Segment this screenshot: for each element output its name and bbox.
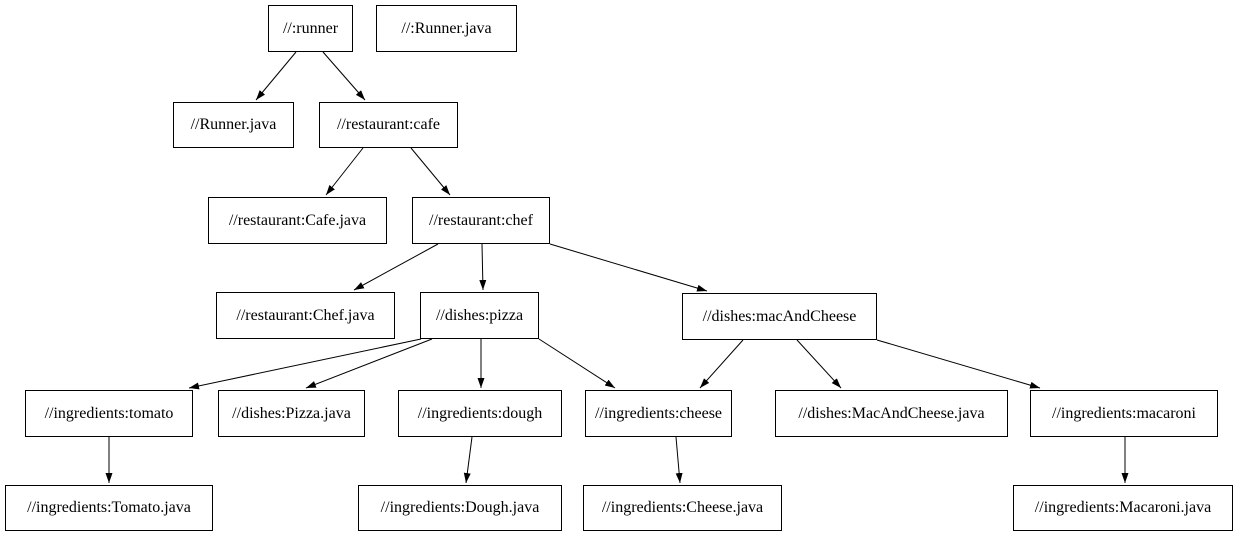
node-label: //dishes:pizza: [435, 306, 524, 324]
edge-pizza-to-tomato: [188, 338, 422, 390]
node-label: //restaurant:chef: [429, 211, 533, 229]
node-label: //ingredients:tomato: [44, 404, 174, 422]
node-label: //Runner.java: [190, 116, 277, 133]
node-label: //ingredients:Dough.java: [380, 499, 540, 516]
node-mac-and-cheese-java: //dishes:MacAndCheese.java: [775, 390, 1008, 437]
node-chef-java: //restaurant:Chef.java: [216, 292, 395, 339]
edge-cafe-to-cafe-java: [325, 147, 364, 196]
node-dough-java: //ingredients:Dough.java: [358, 485, 562, 531]
node-tomato: //ingredients:tomato: [25, 390, 193, 437]
node-label: //ingredients:cheese: [594, 404, 723, 422]
node-macaroni-java: //ingredients:Macaroni.java: [1013, 485, 1233, 531]
node-label: //dishes:Pizza.java: [232, 404, 351, 422]
node-label: //dishes:MacAndCheese.java: [798, 404, 985, 422]
node-pizza-java: //dishes:Pizza.java: [218, 390, 365, 437]
edge-chef-to-mac-and-cheese: [549, 243, 708, 292]
node-tomato-java: //ingredients:Tomato.java: [5, 485, 213, 531]
node-dough: //ingredients:dough: [398, 390, 562, 437]
node-runner-java: //Runner.java: [173, 102, 294, 148]
node-chef: //restaurant:chef: [412, 197, 550, 244]
node-label: //ingredients:macaroni: [1052, 404, 1196, 422]
node-cafe: //restaurant:cafe: [319, 102, 458, 148]
edge-pizza-to-cheese: [538, 338, 616, 389]
node-label: //ingredients:Macaroni.java: [1034, 499, 1212, 516]
node-mac-and-cheese: //dishes:macAndCheese: [682, 293, 877, 340]
edge-chef-to-chef-java: [353, 243, 439, 291]
node-cafe-java: //restaurant:Cafe.java: [208, 197, 387, 244]
node-cheese: //ingredients:cheese: [585, 390, 732, 437]
edge-mac-and-cheese-to-mac-and-cheese-java: [796, 339, 842, 389]
node-label: //restaurant:Chef.java: [236, 306, 375, 324]
edge-chef-to-pizza: [479, 243, 487, 291]
node-macaroni: //ingredients:macaroni: [1030, 390, 1218, 437]
edge-cheese-to-cheese-java: [675, 436, 683, 484]
edge-runner-to-runner-java: [255, 51, 297, 101]
node-runner-java-top: //:Runner.java: [376, 5, 517, 52]
edge-pizza-to-pizza-java: [305, 338, 433, 389]
node-label: //restaurant:Cafe.java: [228, 211, 367, 229]
node-label: //ingredients:Tomato.java: [27, 499, 191, 516]
edge-cafe-to-chef: [410, 147, 451, 196]
node-label: //:Runner.java: [401, 19, 492, 37]
node-label: //restaurant:cafe: [336, 116, 441, 133]
edge-mac-and-cheese-to-macaroni: [876, 339, 1041, 389]
node-label: //ingredients:dough: [417, 404, 543, 422]
node-pizza: //dishes:pizza: [420, 292, 539, 339]
node-label: //:runner: [282, 19, 339, 37]
edge-dough-to-dough-java: [463, 436, 473, 484]
node-label: //ingredients:Cheese.java: [601, 499, 764, 516]
node-cheese-java: //ingredients:Cheese.java: [583, 485, 782, 531]
node-label: //dishes:macAndCheese: [702, 307, 857, 325]
edge-runner-to-cafe: [322, 51, 366, 101]
edge-mac-and-cheese-to-cheese: [699, 339, 744, 389]
node-runner: //:runner: [268, 5, 353, 52]
